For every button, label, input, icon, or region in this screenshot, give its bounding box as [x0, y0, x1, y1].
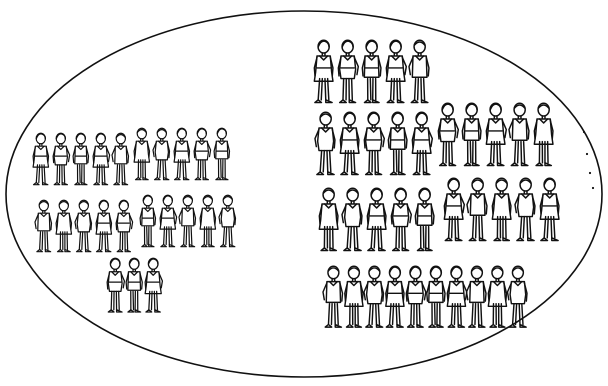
child-figure [315, 112, 335, 174]
child-figure [153, 128, 170, 179]
child-figure [364, 266, 384, 327]
child-figure [179, 195, 196, 246]
edge-dot [583, 131, 585, 133]
edge-dot [589, 172, 591, 174]
child-figure [160, 195, 177, 246]
child-figure [415, 188, 434, 250]
child-figure [323, 266, 343, 327]
child-figure [488, 266, 506, 327]
child-figure [427, 266, 445, 327]
edge-dot [586, 153, 588, 155]
child-figure [406, 266, 426, 327]
child-figure [342, 188, 362, 250]
child-figure [134, 128, 149, 179]
child-figure [391, 188, 411, 250]
child-figure [126, 258, 142, 312]
child-figure [386, 266, 404, 327]
child-figure [409, 40, 429, 102]
child-figure [200, 195, 215, 246]
child-figure [492, 178, 511, 240]
child-figure [438, 103, 458, 165]
child-figure [447, 266, 467, 327]
child-figure [214, 128, 229, 179]
child-figure [462, 103, 481, 165]
child-figure [388, 112, 407, 174]
children-figures [33, 40, 559, 327]
child-figure [444, 178, 464, 240]
child-figure [534, 103, 553, 165]
child-figure [112, 133, 129, 184]
child-figure [509, 103, 529, 165]
child-figure [93, 133, 110, 184]
child-figure [364, 112, 384, 174]
child-figure [116, 200, 133, 251]
child-figure [33, 133, 48, 184]
child-figure [73, 133, 88, 184]
child-figure [319, 188, 338, 250]
child-figure [314, 40, 333, 102]
child-figure [540, 178, 559, 240]
child-figure [107, 258, 124, 312]
child-figure [194, 128, 211, 179]
child-figure [362, 40, 381, 102]
child-figure [340, 112, 359, 174]
child-figure [75, 200, 92, 251]
child-figure [467, 178, 487, 240]
child-figure [345, 266, 363, 327]
child-figure [140, 195, 155, 246]
child-figure [35, 200, 52, 251]
child-figure [386, 40, 406, 102]
child-figure [367, 188, 386, 250]
child-figure [53, 133, 70, 184]
child-figure [486, 103, 506, 165]
child-figure [467, 266, 487, 327]
child-figure [338, 40, 358, 102]
child-figure [145, 258, 162, 312]
edge-dot [592, 187, 594, 189]
child-figure [96, 200, 111, 251]
child-figure [56, 200, 71, 251]
child-figure [412, 112, 432, 174]
child-figure [219, 195, 236, 246]
child-figure [174, 128, 189, 179]
child-figure [515, 178, 535, 240]
